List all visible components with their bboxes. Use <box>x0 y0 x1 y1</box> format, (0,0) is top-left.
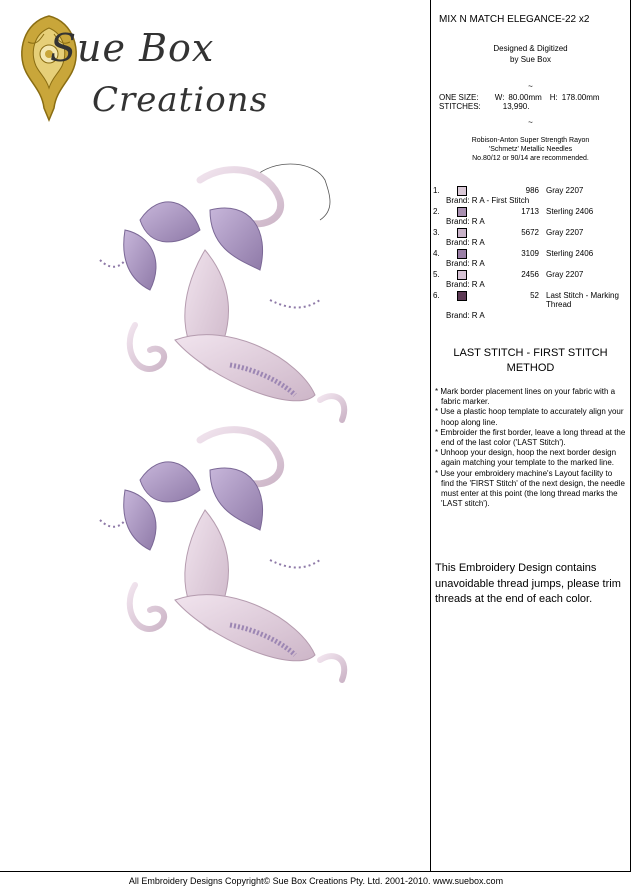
separator-tilde-2: ~ <box>528 118 533 127</box>
column-divider <box>430 0 431 871</box>
instruction-item: * Embroider the first border, leave a lo… <box>435 427 626 448</box>
color-swatch <box>457 207 467 217</box>
width-label: W: <box>494 93 505 102</box>
separator-tilde: ~ <box>528 82 533 91</box>
brand-logo: Sue Box Creations <box>14 12 267 122</box>
color-swatch <box>457 270 467 280</box>
thread-jump-notice: This Embroidery Design contains unavoida… <box>435 562 621 605</box>
thread-row: 3. 5672 Gray 2207 Brand: R A <box>433 228 584 247</box>
thread-row: 6. 52 Last Stitch - Marking Thread Brand… <box>433 291 619 320</box>
instruction-item: * Use a plastic hoop template to accurat… <box>435 407 624 427</box>
thread-row: 4. 3109 Sterling 2406 Brand: R A <box>433 249 594 268</box>
size-label: ONE SIZE: <box>439 93 479 102</box>
thread-note-line-2: 'Schmetz' Metallic Needles <box>488 146 573 153</box>
designed-by-line-1: Designed & Digitized <box>493 44 568 53</box>
embroidery-design-preview <box>99 163 348 683</box>
design-title: MIX N MATCH ELEGANCE-22 x2 <box>439 14 590 25</box>
thread-row: 5. 2456 Gray 2207 Brand: R A <box>433 270 584 289</box>
method-instructions: * Mark border placement lines on your fa… <box>435 387 627 509</box>
stitches-label: STITCHES: <box>439 102 481 111</box>
color-swatch <box>457 249 467 259</box>
thread-note-line-3: No.80/12 or 90/14 are recommended. <box>472 155 589 162</box>
size-specs: ONE SIZE: W: 80.00mm H: 178.00mm STITCHE… <box>439 93 604 111</box>
ornament-logo-icon <box>21 15 77 122</box>
width-value: 80.00mm <box>508 93 542 102</box>
page-frame <box>0 0 631 872</box>
motif-lower <box>99 426 348 683</box>
height-value: 178.00mm <box>561 93 600 102</box>
logo-line-2: Creations <box>92 80 269 120</box>
method-heading: LAST STITCH - FIRST STITCH METHOD <box>453 347 608 374</box>
height-label: H: <box>549 93 558 102</box>
thread-color-list: 1. 986 Gray 2207 Brand: R A - First Stit… <box>433 186 629 321</box>
thread-row: 2. 1713 Sterling 2406 Brand: R A <box>433 207 594 226</box>
thread-row: 1. 986 Gray 2207 Brand: R A - First Stit… <box>433 186 584 205</box>
color-swatch <box>457 291 467 301</box>
thread-note-line-1: Robison-Anton Super Strength Rayon <box>471 137 590 144</box>
motif-upper <box>99 163 348 423</box>
color-swatch <box>457 228 467 238</box>
color-swatch <box>457 186 467 196</box>
logo-line-1: Sue Box <box>50 26 215 70</box>
instruction-item: * Use your embroidery machine's Layout f… <box>435 468 625 509</box>
designed-by-line-2: by Sue Box <box>510 55 551 64</box>
instruction-item: * Unhoop your design, hoop the next bord… <box>435 448 617 468</box>
copyright-footer: All Embroidery Designs Copyright© Sue Bo… <box>128 876 504 886</box>
stitches-value: 13,990. <box>502 102 530 111</box>
instruction-item: * Mark border placement lines on your fa… <box>435 387 616 407</box>
